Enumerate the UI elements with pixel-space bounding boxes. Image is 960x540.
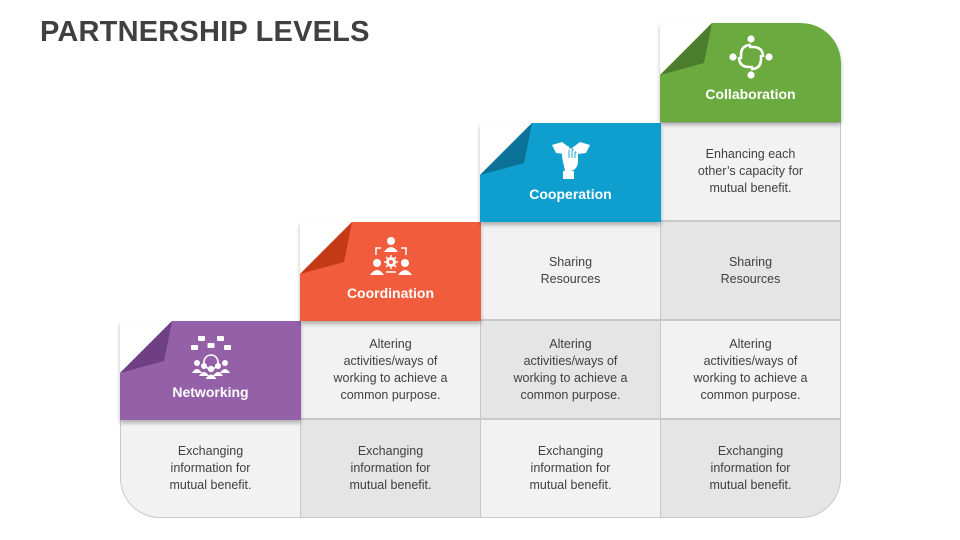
interlinked-people-icon [728,35,773,79]
cell-collaboration-enhancing: Enhancing each other’s capacity for mutu… [660,122,841,221]
cell-cooperation-sharing: Sharing Resources [480,221,661,320]
network-people-icon [190,336,231,379]
cell-cooperation-exchanging: Exchanging information for mutual benefi… [480,419,661,518]
level-label-coordination: Coordination [346,285,435,301]
cell-collaboration-altering: Altering activities/ways of working to a… [660,320,841,419]
level-header-coordination: Coordination [300,222,481,321]
cell-coordination-altering: Altering activities/ways of working to a… [300,320,481,419]
level-header-networking: Networking [120,321,301,420]
page-fold-decoration [120,321,172,373]
joined-hands-icon [551,142,590,179]
level-label-networking: Networking [172,384,249,400]
level-header-cooperation: Cooperation [480,123,661,222]
cell-collaboration-sharing: Sharing Resources [660,221,841,320]
page-fold-decoration [480,123,532,175]
page-fold-decoration [300,222,352,274]
level-label-collaboration: Collaboration [705,86,796,102]
level-label-cooperation: Cooperation [529,186,612,202]
level-header-collaboration: Collaboration [660,23,841,122]
team-gear-icon [369,237,412,275]
cell-coordination-exchanging: Exchanging information for mutual benefi… [300,419,481,518]
cell-cooperation-altering: Altering activities/ways of working to a… [480,320,661,419]
cell-collaboration-exchanging: Exchanging information for mutual benefi… [660,419,841,518]
page-fold-decoration [660,23,712,75]
cell-networking-exchanging: Exchanging information for mutual benefi… [120,419,301,518]
page-title: PARTNERSHIP LEVELS [40,16,370,48]
